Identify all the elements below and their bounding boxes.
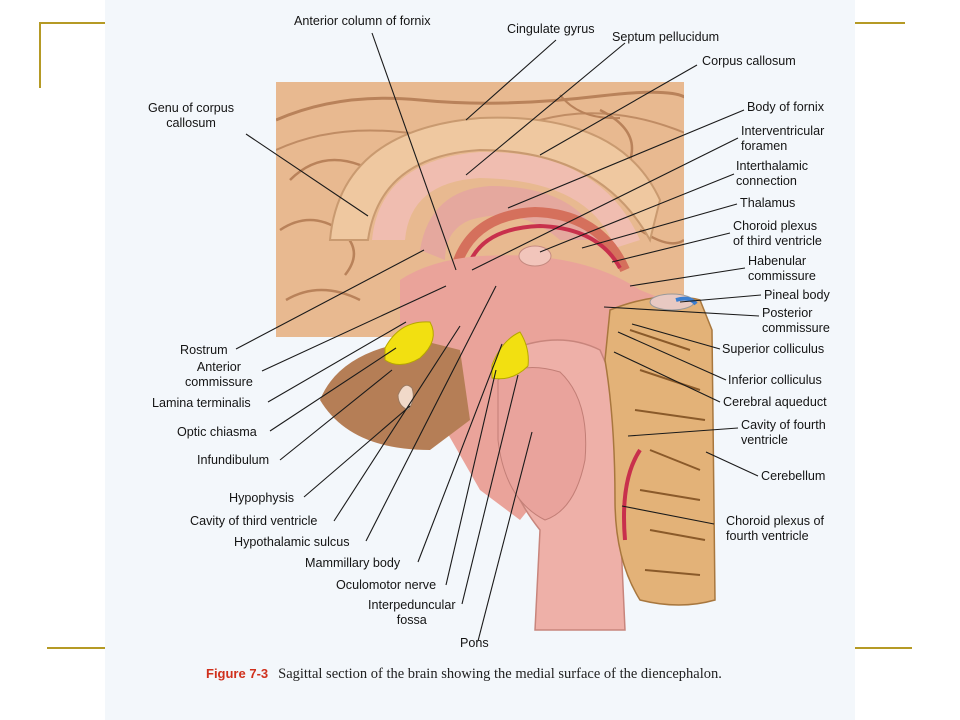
top-left-vertical-rule — [39, 22, 41, 88]
bottom-right-horizontal-rule — [855, 647, 912, 649]
label-mammillary-body: Mammillary body — [305, 556, 401, 570]
choroid-plexus-third-shape — [468, 223, 622, 269]
choroid-plexus-fourth-shape — [622, 448, 642, 541]
leader-lines — [235, 32, 762, 642]
label-inferior-colliculus: Inferior colliculus — [728, 373, 822, 387]
leader-cingulate-gyrus — [465, 39, 557, 121]
label-cavity-of-third-ventricle: Cavity of third ventricle — [190, 514, 318, 528]
figure-caption-text: Sagittal section of the brain showing th… — [278, 666, 722, 682]
pineal-blue-marking — [675, 296, 698, 306]
label-cerebellum: Cerebellum — [761, 469, 826, 483]
leader-corpus-callosum — [539, 64, 698, 156]
label-anterior-commissure: Anterior commissure — [185, 360, 253, 389]
leader-septum-pellucidum — [465, 42, 626, 176]
pons-shape — [497, 367, 587, 521]
label-body-of-fornix: Body of fornix — [747, 100, 825, 114]
leader-mammillary-body — [417, 343, 503, 563]
leader-anterior-column-of-fornix — [371, 32, 457, 271]
leader-lamina-terminalis — [267, 321, 407, 403]
label-oculomotor-nerve: Oculomotor nerve — [336, 578, 437, 592]
label-interpeduncular-fossa: Interpeduncular fossa — [368, 598, 456, 627]
cerebellum-folia — [629, 329, 706, 576]
leader-cavity-of-third-ventricle — [333, 325, 461, 522]
top-left-horizontal-rule — [39, 22, 105, 24]
leader-oculomotor-nerve — [445, 369, 497, 586]
mammillary-body-yellow — [491, 331, 529, 380]
corpus-callosum-shape — [372, 151, 640, 248]
label-pineal-body: Pineal body — [764, 288, 830, 302]
label-optic-chiasma: Optic chiasma — [177, 425, 257, 439]
leader-hypothalamic-sulcus — [365, 285, 497, 542]
leader-pons — [477, 431, 533, 642]
leader-interthalamic-connection — [539, 173, 735, 253]
leader-posterior-commissure — [603, 306, 760, 317]
label-lamina-terminalis: Lamina terminalis — [152, 396, 251, 410]
leader-habenular-commissure — [629, 267, 746, 287]
leader-cerebral-aqueduct — [613, 351, 721, 403]
label-hypothalamic-sulcus: Hypothalamic sulcus — [234, 535, 350, 549]
label-interthalamic-connection: Interthalamic connection — [736, 159, 809, 188]
leader-cerebellum — [705, 451, 759, 477]
optic-chiasma-yellow — [384, 321, 434, 365]
leader-superior-colliculus — [631, 323, 721, 350]
figure-number: Figure 7-3 — [206, 666, 269, 681]
label-genu-of-corpus-callosum: Genu of corpus callosum — [148, 101, 235, 130]
leader-anterior-commissure — [261, 285, 447, 372]
leader-optic-chiasma — [269, 347, 397, 432]
label-pons: Pons — [460, 636, 489, 650]
top-right-horizontal-rule — [855, 22, 905, 24]
label-interventricular-foramen: Interventricular foramen — [741, 124, 825, 153]
label-corpus-callosum: Corpus callosum — [702, 54, 796, 68]
label-cerebral-aqueduct: Cerebral aqueduct — [723, 395, 827, 409]
leader-interventricular-foramen — [471, 137, 739, 271]
leader-genu-of-corpus-callosum — [245, 133, 369, 217]
septum-pellucidum-shape — [420, 186, 600, 260]
bottom-left-horizontal-rule — [47, 647, 105, 649]
figure-caption: Figure 7-3 Sagittal section of the brain … — [206, 666, 722, 683]
pineal-body-shape — [649, 293, 695, 311]
leader-choroid-plexus-fourth — [621, 505, 715, 525]
label-habenular-commissure: Habenular commissure — [748, 254, 816, 283]
label-septum-pellucidum: Septum pellucidum — [612, 30, 720, 44]
label-thalamus: Thalamus — [740, 196, 796, 210]
leader-cavity-of-fourth-ventricle — [627, 427, 739, 437]
label-cavity-of-fourth-ventricle: Cavity of fourth ventricle — [741, 418, 826, 447]
leader-pineal-body — [679, 294, 762, 303]
leader-infundibulum — [279, 369, 393, 461]
label-cingulate-gyrus: Cingulate gyrus — [507, 22, 595, 36]
temporal-lobe-shape — [320, 340, 470, 450]
label-infundibulum: Infundibulum — [197, 453, 270, 467]
leader-body-of-fornix — [507, 109, 745, 209]
label-choroid-plexus-of-third-ventricle: Choroid plexus of third ventricle — [733, 219, 822, 248]
label-superior-colliculus: Superior colliculus — [722, 342, 825, 356]
leader-interpeduncular-fossa — [461, 374, 519, 605]
label-posterior-commissure: Posterior commissure — [762, 306, 830, 335]
leader-inferior-colliculus — [617, 331, 727, 381]
leader-hypophysis — [303, 405, 411, 498]
label-choroid-plexus-of-fourth-ventricle: Choroid plexus of fourth ventricle — [726, 514, 825, 543]
leader-choroid-plexus-third — [611, 232, 731, 263]
label-anterior-column-of-fornix: Anterior column of fornix — [294, 14, 431, 28]
label-rostrum: Rostrum — [180, 343, 228, 357]
label-hypophysis: Hypophysis — [229, 491, 295, 505]
leader-rostrum — [235, 249, 425, 350]
leader-thalamus — [581, 203, 738, 249]
